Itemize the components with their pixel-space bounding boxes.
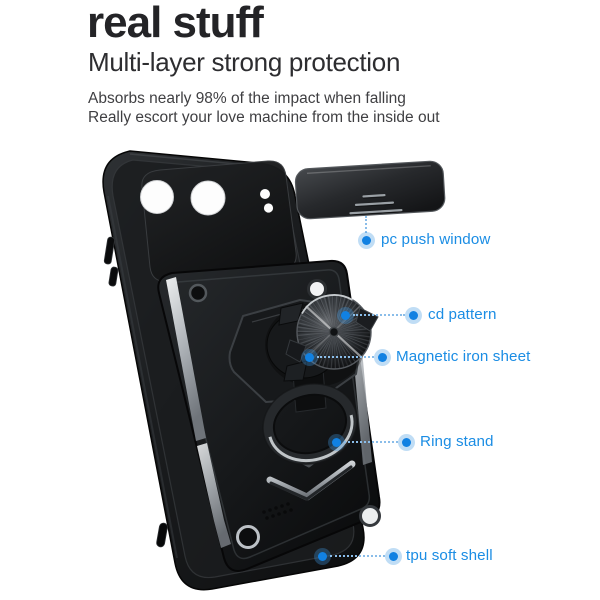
leader-line <box>330 555 385 557</box>
leader-line <box>317 356 374 358</box>
leader-line <box>365 216 367 233</box>
side-buttons <box>103 236 119 287</box>
screw-hole-top-left <box>188 283 208 303</box>
leader-line <box>353 314 405 316</box>
callout-dot <box>397 433 415 451</box>
screw-hole-bottom-left <box>236 525 260 549</box>
silver-bevel-left-lower <box>197 443 231 548</box>
disc-center <box>328 326 340 338</box>
camera-lens-hole-right <box>190 180 226 216</box>
screw-hole-top-right <box>307 279 327 299</box>
callout-dot <box>313 547 331 565</box>
callout-dot <box>384 547 402 565</box>
callout-dot <box>373 348 391 366</box>
callout-dot <box>327 433 345 451</box>
grip-ridges <box>349 194 403 215</box>
flash-hole <box>260 189 270 199</box>
callout-dot <box>357 231 375 249</box>
port-cutout <box>156 522 168 548</box>
callout-label-cd-pattern: cd pattern <box>428 306 497 323</box>
kickstand-chevron <box>266 460 356 501</box>
callout-dot <box>300 348 318 366</box>
leader-line <box>344 441 398 443</box>
description-line-1: Absorbs nearly 98% of the impact when fa… <box>88 89 406 107</box>
ring-stand-ring <box>262 383 358 465</box>
screw-hole-bottom-right <box>359 505 381 527</box>
silver-bevel-left <box>166 277 206 441</box>
callout-label-ring-stand: Ring stand <box>420 433 494 450</box>
callout-label-pc-push-window: pc push window <box>381 231 491 248</box>
callout-label-tpu-soft-shell: tpu soft shell <box>406 547 493 564</box>
callout-dot <box>404 306 422 324</box>
description-line-2: Really escort your love machine from the… <box>88 108 440 126</box>
camera-slide-cover <box>294 160 446 220</box>
sensor-hole <box>263 203 274 213</box>
page-title: real stuff <box>87 0 264 47</box>
camera-lens-hole-left <box>140 180 174 214</box>
callout-dot <box>336 306 354 324</box>
camera-island <box>140 160 297 282</box>
page-subtitle: Multi-layer strong protection <box>88 46 401 77</box>
callout-label-magnetic-iron-sheet: Magnetic iron sheet <box>396 348 531 365</box>
embossed-dots <box>262 502 293 520</box>
header: real stuff Multi-layer strong protection… <box>87 0 567 127</box>
